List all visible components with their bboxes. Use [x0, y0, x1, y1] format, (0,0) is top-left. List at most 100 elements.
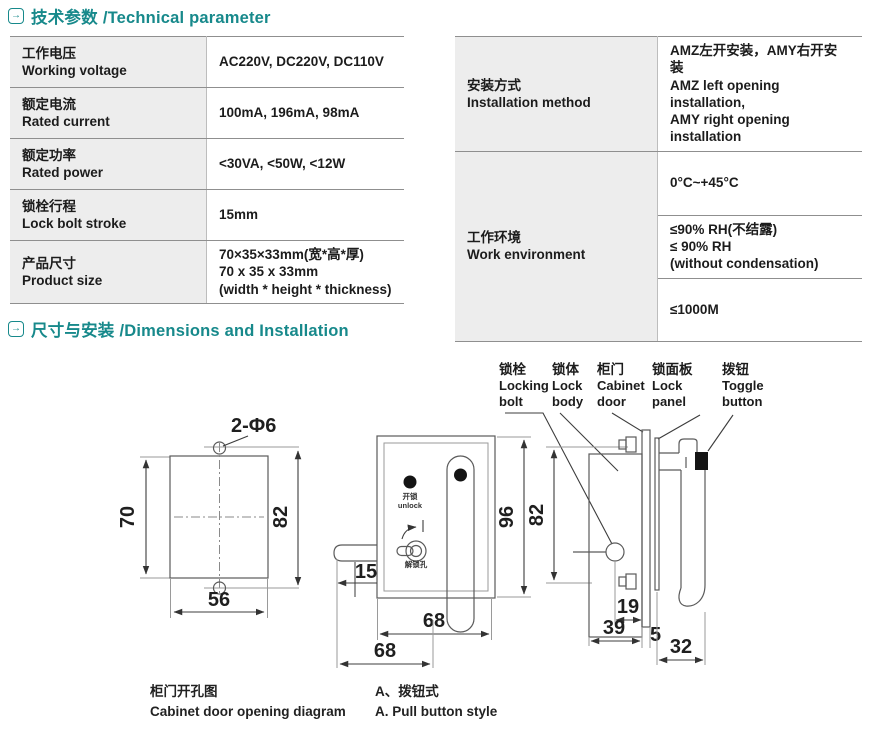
- lock-bolt: [333, 544, 377, 562]
- param-label-cell: 安装方式 Installation method: [455, 36, 658, 152]
- part-label-toggle-button: 拨钮 Toggle button: [722, 362, 764, 409]
- hole-diameter-label: 2-Φ6: [231, 415, 276, 437]
- dim-32: 32: [670, 636, 692, 658]
- caption-en: Cabinet door opening diagram: [150, 704, 346, 720]
- dim-15: 15: [355, 561, 377, 583]
- part-label-en: Lock panel: [652, 378, 686, 409]
- dim-68-outer: 68: [374, 640, 396, 662]
- dimensions-title: 尺寸与安装/Dimensions and Installation: [31, 317, 349, 341]
- param-label-cell: 产品尺寸 Product size: [10, 240, 207, 304]
- part-label-lock-body: 锁体 Lock body: [552, 362, 583, 409]
- caption-zh: 柜门开孔图: [150, 684, 218, 699]
- param-label-cell: 工作电压 Working voltage: [10, 36, 207, 88]
- caption-zh: A、拨钮式: [375, 684, 439, 699]
- param-value-cell: 0°C~+45°C: [657, 150, 862, 216]
- param-value-cell: 100mA, 196mA, 98mA: [206, 87, 404, 139]
- mounting-hole-bottom: [212, 581, 227, 595]
- dim-82-side: 82: [526, 504, 548, 526]
- dimensions-title-zh: 尺寸与安装: [31, 322, 115, 340]
- part-label-zh: 拨钮: [722, 362, 749, 377]
- mounting-hole-top: [212, 441, 227, 455]
- keyhole: [405, 540, 427, 562]
- tech-parameter-title-zh: 技术参数: [31, 9, 98, 27]
- table-row: ≤1000M: [455, 277, 862, 342]
- unlock-label-en: unlock: [398, 501, 423, 510]
- lock-front-view: 开锁 unlock 解锁孔 15 96 68 68: [333, 435, 531, 668]
- dim-68-inner: 68: [423, 610, 445, 632]
- table-row: 工作环境 Work environment 0°C~+45°C: [455, 150, 862, 342]
- boxed-arrow-icon: →: [8, 321, 24, 337]
- toggle-button-knob: [695, 452, 708, 470]
- dim-39: 39: [603, 617, 625, 639]
- param-label-zh: 产品尺寸: [22, 255, 76, 271]
- part-label-zh: 柜门: [597, 362, 624, 377]
- dim-96: 96: [496, 506, 518, 528]
- part-label-zh: 锁体: [552, 362, 579, 377]
- lock-panel-leader: [657, 414, 701, 440]
- caption-pull-button-style: A、拨钮式 A. Pull button style: [375, 682, 497, 723]
- param-label-en: Lock bolt stroke: [22, 216, 127, 231]
- param-label-cell: 额定电流 Rated current: [10, 87, 207, 139]
- dim-70: 70: [117, 506, 139, 528]
- param-label-en: Working voltage: [22, 63, 127, 78]
- cabinet-door-section: [641, 429, 651, 628]
- part-label-en: Toggle button: [722, 378, 764, 409]
- param-value-cell: 15mm: [206, 189, 404, 241]
- toggle-handle-profile: [659, 438, 708, 607]
- param-value-cell: AC220V, DC220V, DC110V: [206, 36, 404, 88]
- param-label-en: Work environment: [467, 247, 586, 263]
- part-label-zh: 锁面板: [652, 362, 693, 377]
- dimensions-title-en: /Dimensions and Installation: [119, 322, 349, 340]
- dim-5: 5: [650, 624, 661, 646]
- dim-82: 82: [270, 506, 292, 528]
- dim-56: 56: [208, 589, 230, 611]
- tech-parameter-table-left: 工作电压 Working voltage AC220V, DC220V, DC1…: [10, 36, 404, 304]
- table-row: 锁栓行程 Lock bolt stroke 15mm: [10, 189, 404, 241]
- param-value-cell: AMZ左开安装，AMY右开安装 AMZ left opening install…: [657, 36, 862, 152]
- param-label-zh: 额定电流: [22, 96, 76, 112]
- table-row: 工作电压 Working voltage AC220V, DC220V, DC1…: [10, 36, 404, 88]
- lock-panel-section: [654, 437, 660, 591]
- param-label-zh: 工作环境: [467, 229, 521, 245]
- pull-handle: [446, 455, 475, 633]
- handle-dot: [454, 468, 467, 482]
- part-label-zh: 锁栓: [499, 362, 526, 377]
- param-label-zh: 工作电压: [22, 45, 76, 61]
- table-row: ≤90% RH(不结露) ≤ 90% RH (without condensat…: [455, 214, 862, 279]
- lock-body-leader: [559, 412, 619, 472]
- part-label-lock-panel: 锁面板 Lock panel: [652, 362, 693, 409]
- param-value-cell: ≤90% RH(不结露) ≤ 90% RH (without condensat…: [657, 214, 862, 279]
- screw-bottom: [625, 573, 637, 590]
- caption-en: A. Pull button style: [375, 704, 498, 720]
- table-row: 额定功率 Rated power <30VA, <50W, <12W: [10, 138, 404, 190]
- part-label-locking-bolt: 锁栓 Locking bolt: [499, 362, 549, 409]
- param-label-zh: 额定功率: [22, 147, 76, 163]
- param-label-en: Rated current: [22, 114, 110, 129]
- tech-parameter-header: → 技术参数/Technical parameter: [8, 4, 271, 28]
- table-row: 额定电流 Rated current 100mA, 196mA, 98mA: [10, 87, 404, 139]
- param-label-zh: 安装方式: [467, 77, 521, 93]
- part-label-en: Locking bolt: [499, 378, 549, 409]
- cabinet-door-opening-diagram: 2-Φ6 70 82 56: [117, 415, 302, 618]
- param-label-cell: 额定功率 Rated power: [10, 138, 207, 190]
- part-label-en: Lock body: [552, 378, 584, 409]
- part-label-cabinet-door: 柜门 Cabinet door: [597, 362, 645, 409]
- bolt-pivot: [605, 542, 625, 562]
- boxed-arrow-icon: →: [8, 8, 24, 24]
- tech-parameter-title: 技术参数/Technical parameter: [31, 4, 271, 28]
- lock-side-view: 82 19 39: [505, 412, 734, 665]
- locking-bolt-leader: [505, 412, 613, 545]
- param-value-cell: ≤1000M: [657, 277, 862, 342]
- screw-top: [625, 436, 637, 453]
- unlock-label-zh: 开锁: [403, 491, 418, 501]
- dim-19: 19: [617, 596, 639, 618]
- param-value-cell: 70×35×33mm(宽*高*厚) 70 x 35 x 33mm (width …: [206, 240, 404, 304]
- param-label-zh: 锁栓行程: [22, 198, 76, 214]
- dimensions-header: → 尺寸与安装/Dimensions and Installation: [8, 317, 349, 341]
- tech-parameter-table-right: 安装方式 Installation method AMZ左开安装，AMY右开安装…: [455, 36, 862, 342]
- table-row: 产品尺寸 Product size 70×35×33mm(宽*高*厚) 70 x…: [10, 240, 404, 304]
- param-label-cell: 锁栓行程 Lock bolt stroke: [10, 189, 207, 241]
- unlock-indicator: [403, 475, 417, 489]
- dimensions-drawing: 2-Φ6 70 82 56 开锁 unlock 解锁孔 15 96: [117, 412, 734, 668]
